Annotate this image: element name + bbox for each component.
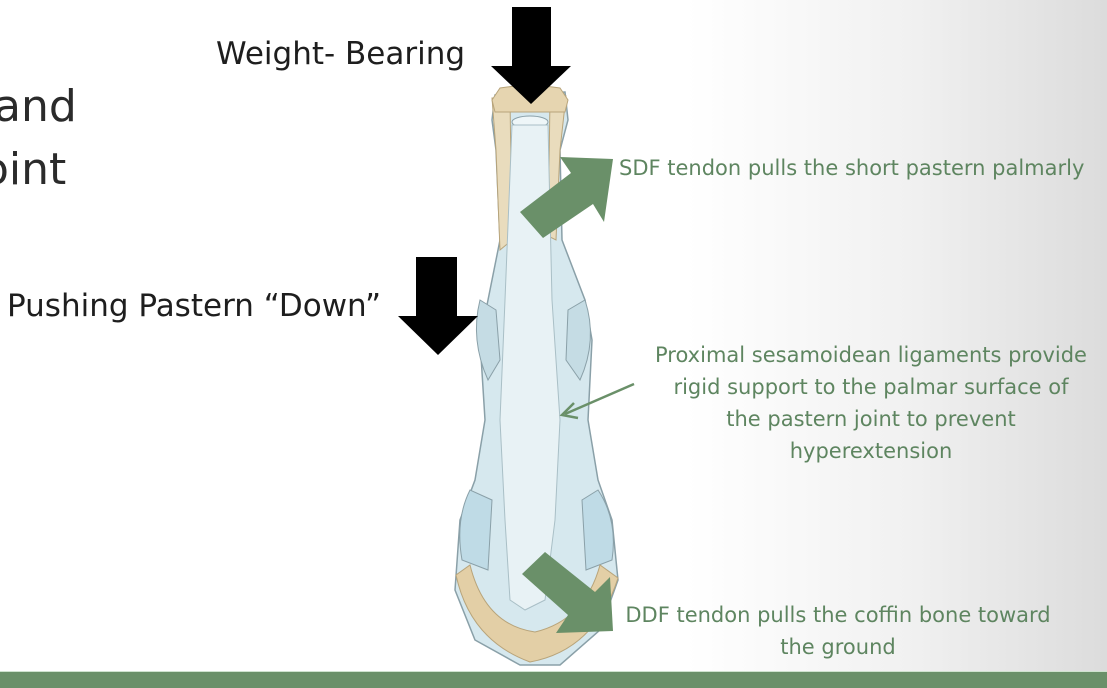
- ddf-arrow-icon: [522, 552, 613, 633]
- sdf-tendon-label: SDF tendon pulls the short pastern palma…: [619, 156, 1085, 180]
- proximal-sesamoidean-label: Proximal sesamoidean ligaments provide r…: [631, 339, 1107, 467]
- proximal-label-line-1: Proximal sesamoidean ligaments provide: [655, 343, 1087, 367]
- slide-title-line-2: oint: [0, 144, 67, 195]
- pushing-pastern-label: Pushing Pastern “Down”: [7, 288, 382, 324]
- ligament-pointer-arrow-icon: [559, 382, 635, 420]
- slide-title-line-1: and: [0, 81, 77, 132]
- footer-accent-bar: [0, 671, 1107, 688]
- proximal-label-line-2: rigid support to the palmar surface of: [673, 375, 1069, 399]
- ddf-label-line-1: DDF tendon pulls the coffin bone toward: [625, 603, 1051, 627]
- weight-bearing-arrow-icon: [491, 7, 571, 104]
- ddf-tendon-label: DDF tendon pulls the coffin bone toward …: [612, 599, 1064, 663]
- weight-bearing-label: Weight- Bearing: [216, 36, 466, 72]
- proximal-label-line-3: the pastern joint to prevent: [726, 407, 1016, 431]
- proximal-label-line-4: hyperextension: [789, 439, 953, 463]
- pushing-pastern-arrow-icon: [398, 257, 478, 355]
- sdf-arrow-icon: [520, 157, 613, 238]
- ddf-label-line-2: the ground: [780, 635, 896, 659]
